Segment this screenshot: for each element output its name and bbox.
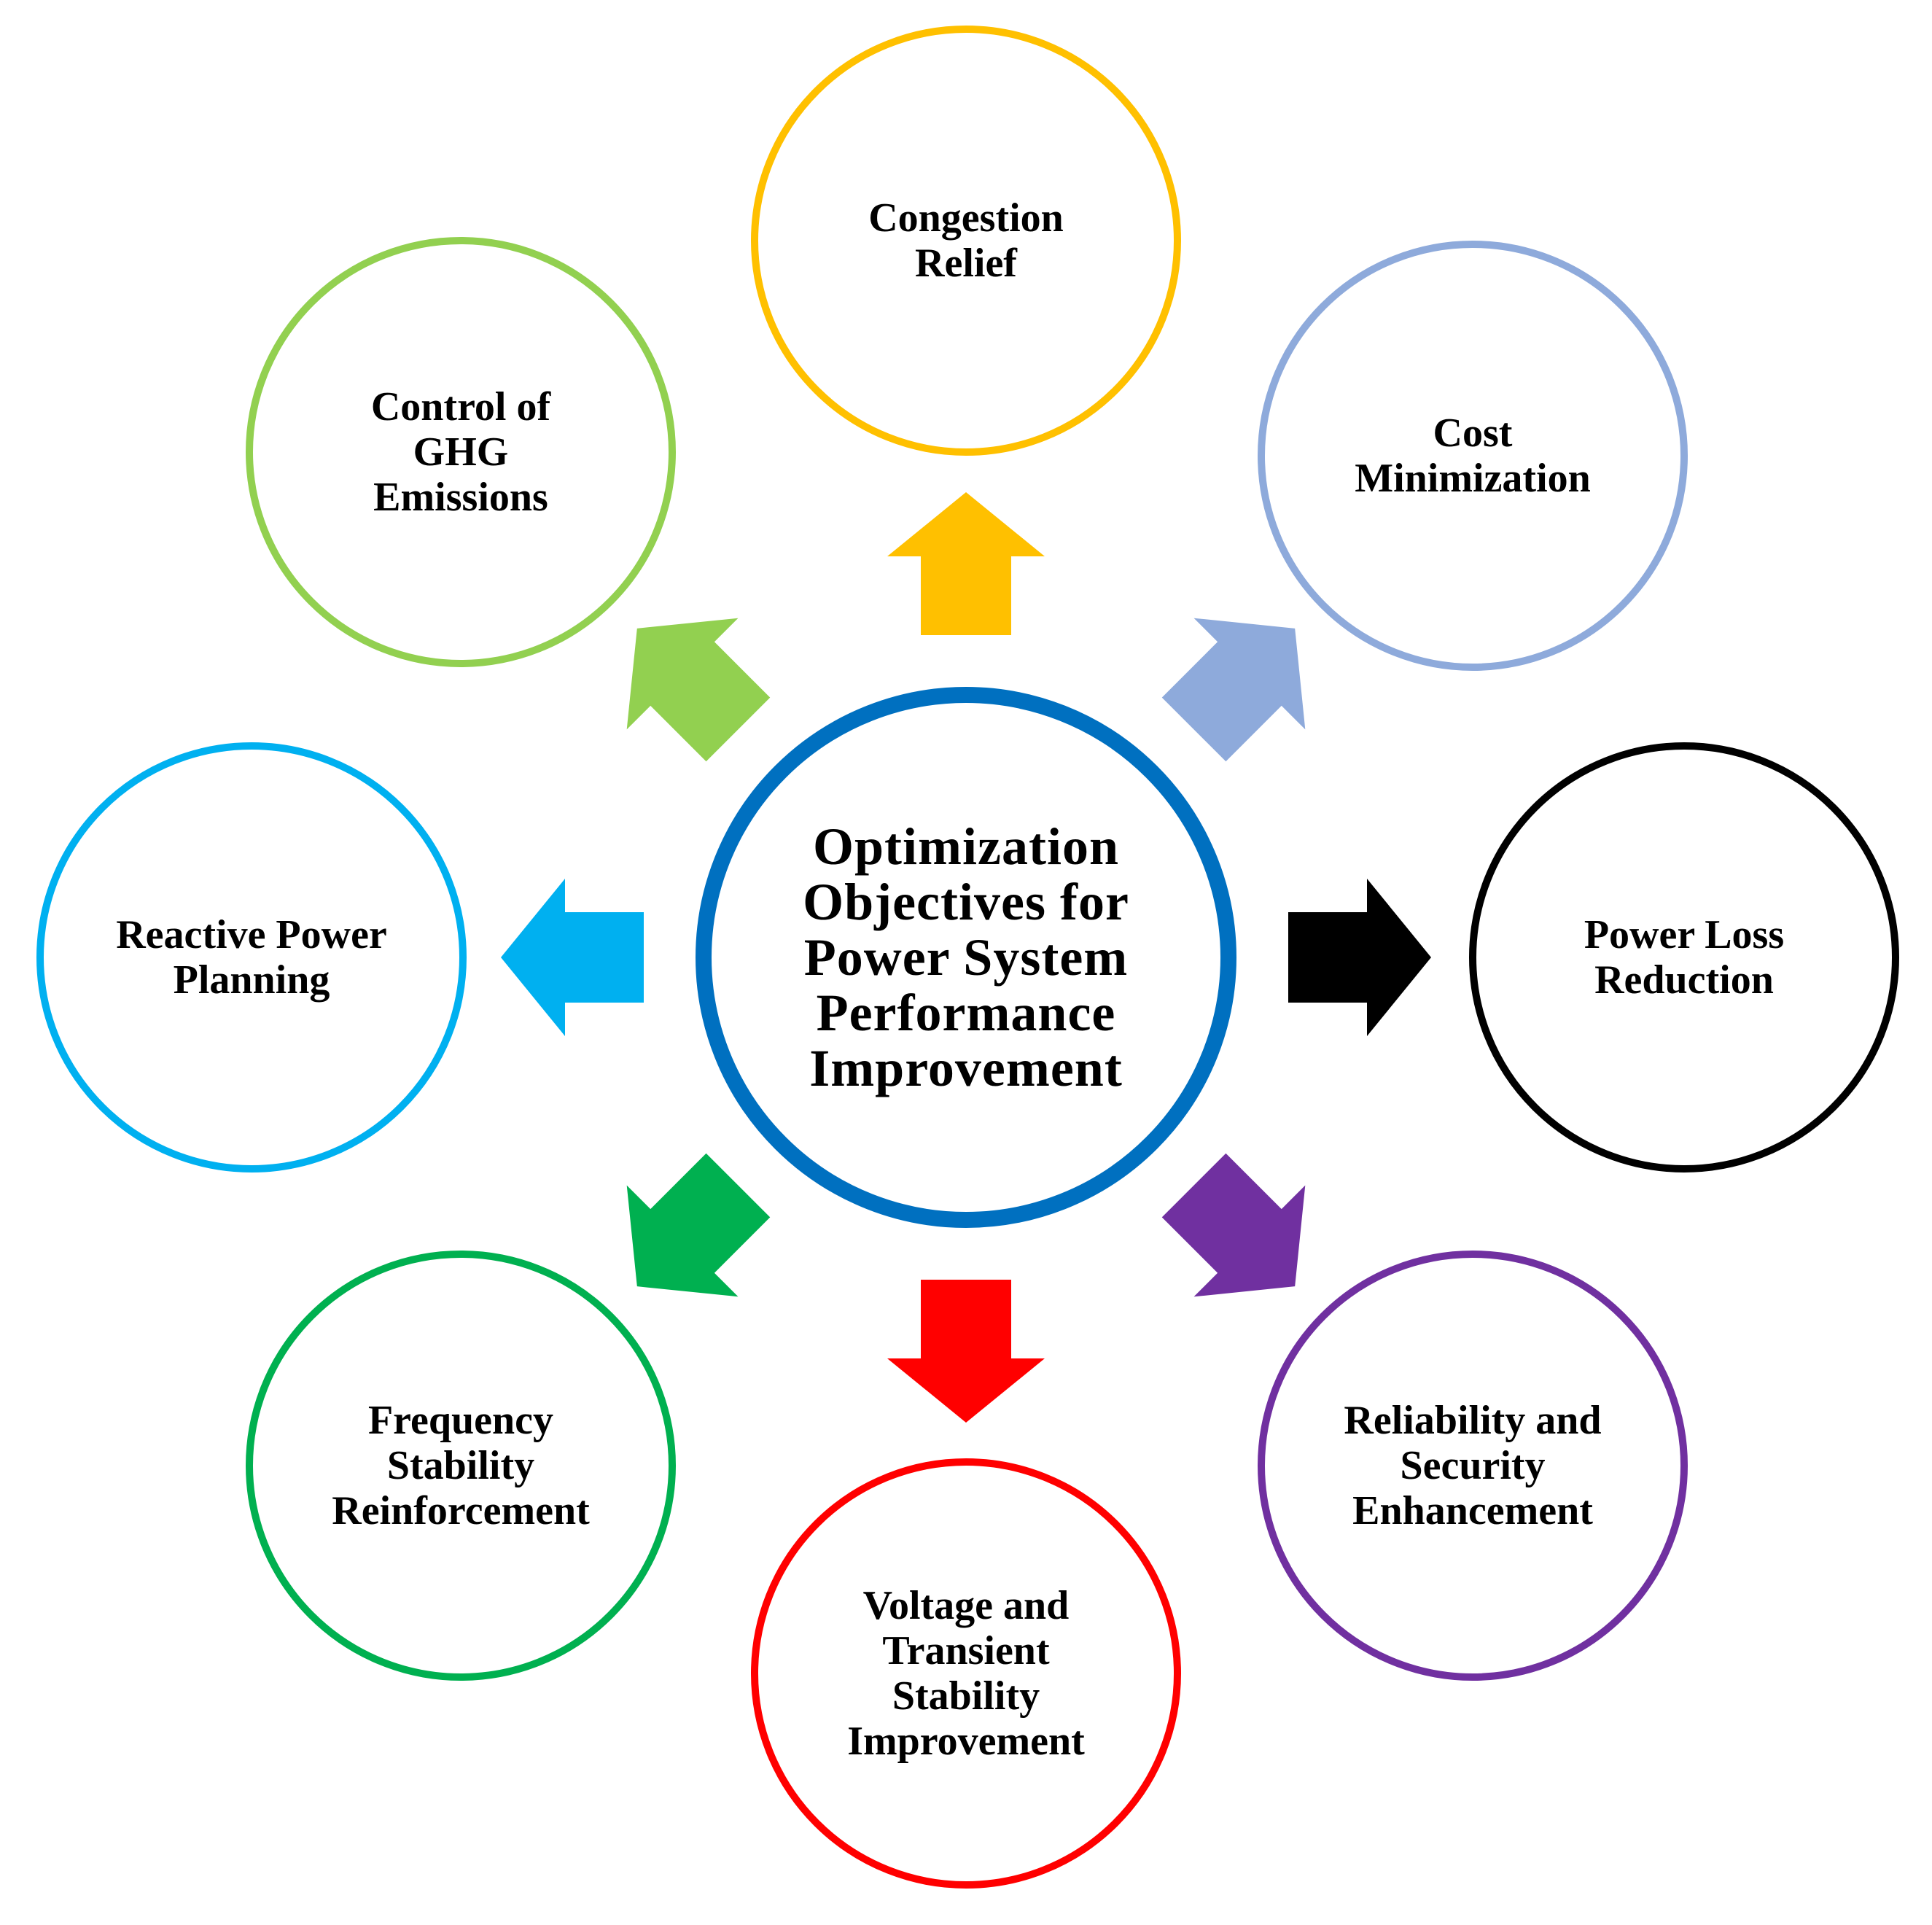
arrow-down-left-icon: [626, 1153, 771, 1297]
objective-label-line: Relief: [915, 241, 1018, 286]
arrow-up-right-icon: [1161, 618, 1306, 762]
objective-label-line: Stability: [387, 1443, 534, 1488]
objective-label-line: Reliability and: [1344, 1398, 1601, 1443]
objective-circle: [246, 237, 676, 667]
center-title-line: Optimization: [813, 817, 1119, 876]
objective-label-line: Reactive Power: [116, 912, 387, 957]
objective-label-line: Emissions: [373, 475, 548, 520]
arrow-down-right-icon: [1161, 1153, 1306, 1297]
objective-label-line: Voltage and: [863, 1583, 1070, 1628]
center-title-line: Performance: [817, 984, 1116, 1042]
arrow-down-icon: [887, 1280, 1045, 1423]
objective-label-line: Security: [1400, 1443, 1545, 1488]
objective-label-line: Power Loss: [1584, 912, 1784, 957]
objective-label-line: Minimization: [1355, 456, 1591, 501]
objective-circle: [1469, 742, 1899, 1172]
objective-label-line: Congestion: [868, 195, 1064, 241]
objective-label-line: Stability: [892, 1673, 1040, 1719]
arrow-up-icon: [887, 492, 1045, 635]
arrow-right-icon: [1288, 879, 1431, 1036]
arrow-left-icon: [501, 879, 644, 1036]
objective-label-line: Transient: [882, 1628, 1050, 1673]
objective-label-line: Frequency: [368, 1398, 553, 1443]
objective-label-line: Enhancement: [1352, 1488, 1593, 1533]
objective-label-line: Planning: [174, 957, 330, 1003]
objective-label-line: Reinforcement: [332, 1488, 590, 1533]
objective-circle: [1258, 1251, 1688, 1681]
objective-label-line: Cost: [1433, 411, 1513, 456]
objective-label-line: GHG: [413, 429, 509, 475]
center-title-line: Improvement: [809, 1039, 1123, 1097]
arrow-up-left-icon: [626, 618, 771, 762]
center-title-line: Objectives for: [803, 873, 1129, 931]
objective-circle: [246, 1251, 676, 1681]
objective-label-line: Control of: [371, 384, 552, 429]
objective-circle: [1258, 241, 1688, 671]
objective-label-line: Improvement: [847, 1719, 1085, 1764]
objective-circle: [751, 1458, 1181, 1889]
objective-circle: [36, 742, 467, 1172]
objective-circle: [751, 26, 1181, 456]
center-title-line: Power System: [804, 928, 1129, 987]
center-circle: [696, 687, 1236, 1228]
objective-label-line: Reduction: [1594, 957, 1774, 1003]
